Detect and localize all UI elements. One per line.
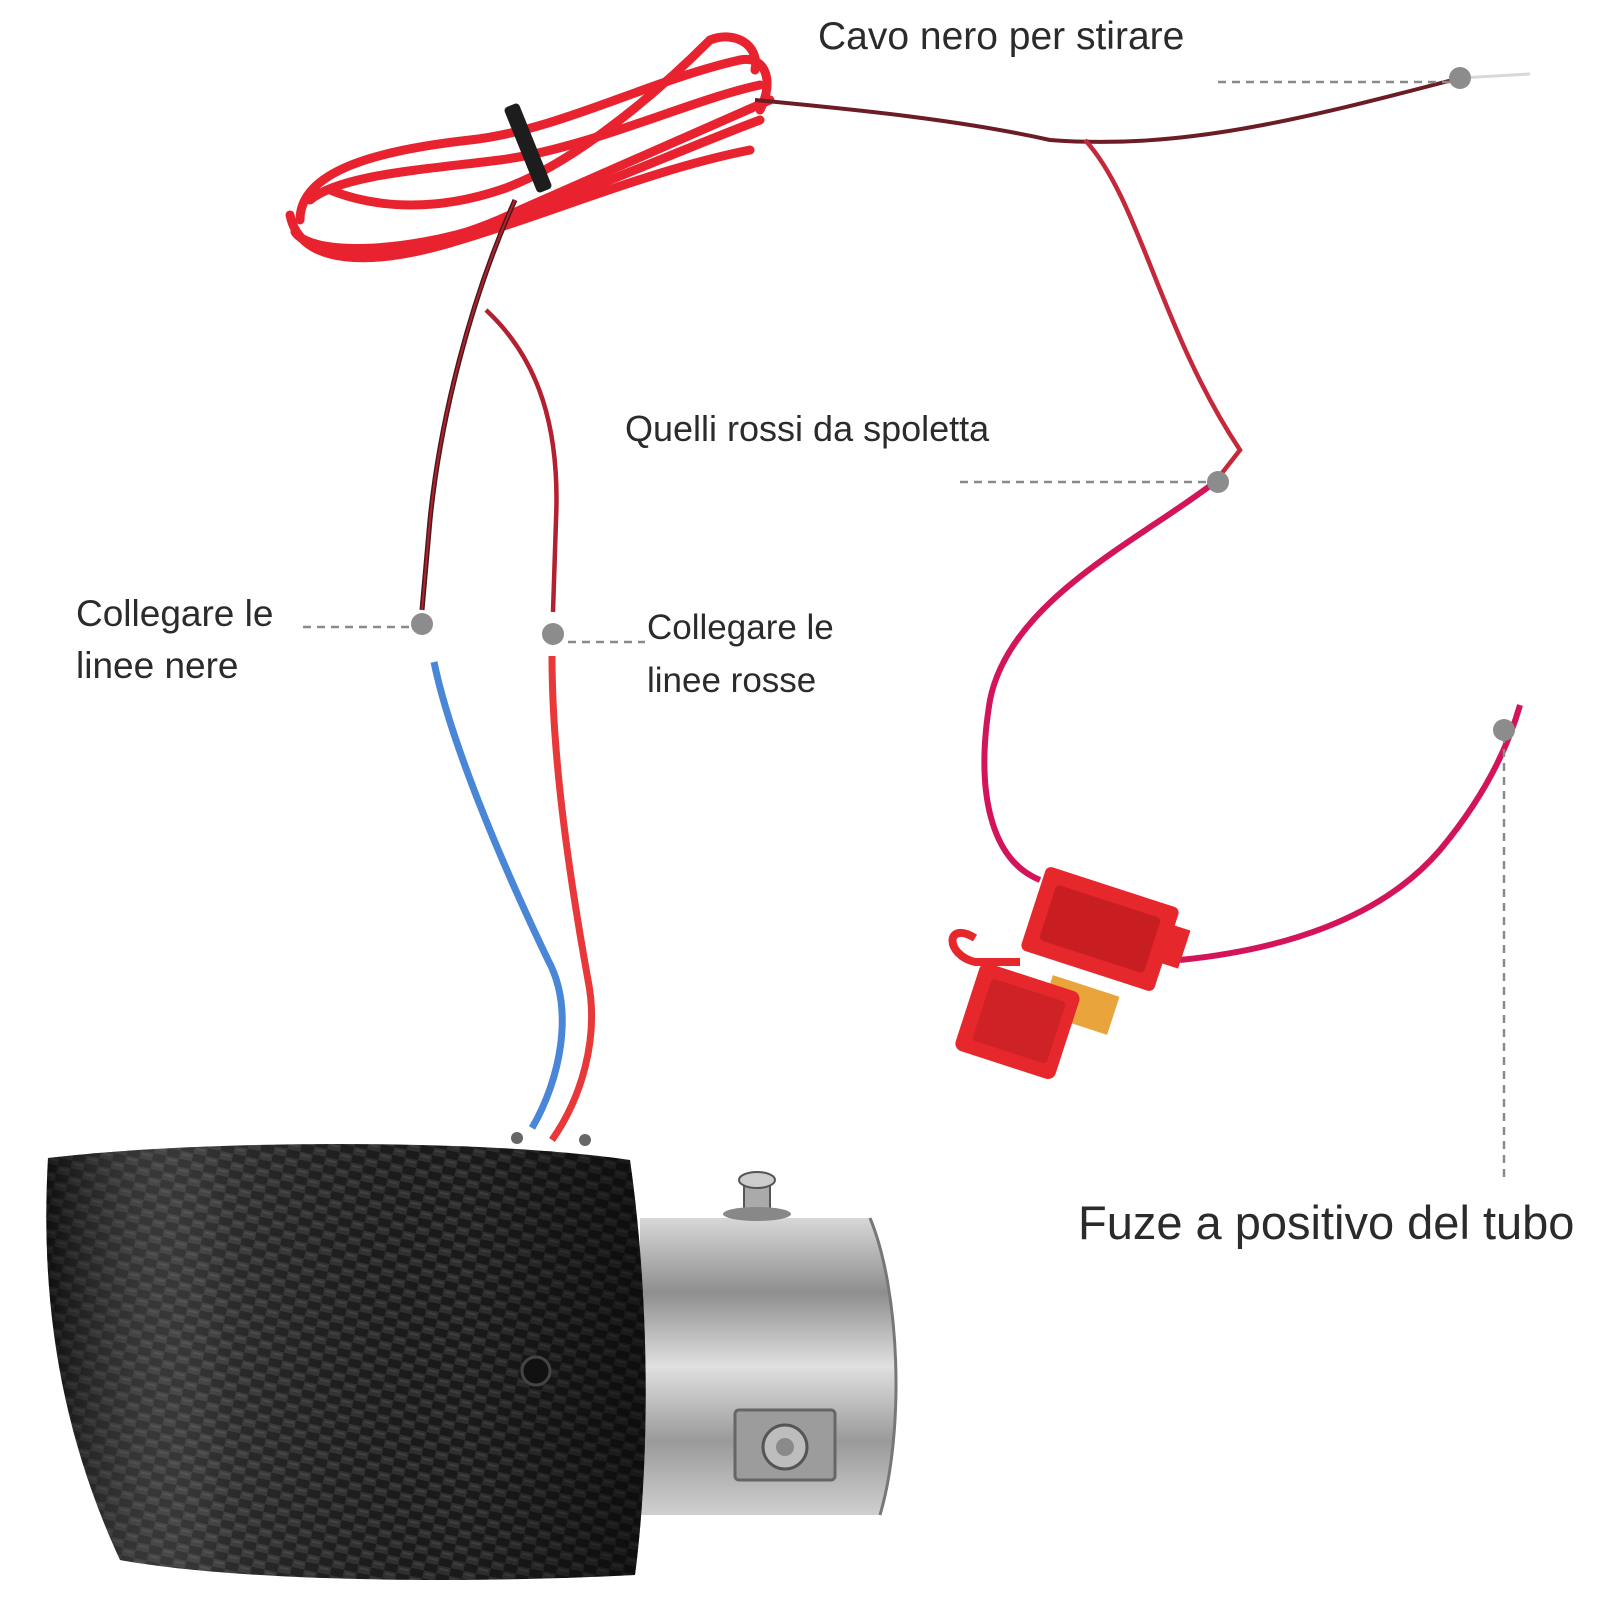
label-connect-black-line1: Collegare le: [76, 593, 274, 634]
cable-tie: [504, 103, 552, 193]
dark-wire: [419, 198, 518, 611]
red-lead-wire: [548, 655, 596, 1143]
label-red-fuse-wires: Quelli rossi da spoletta: [625, 408, 990, 449]
connection-dots: [411, 67, 1515, 741]
wire-coil-icon: [285, 32, 775, 263]
exhaust-tip-icon: [46, 1132, 898, 1580]
leader-lines: [303, 80, 1506, 1180]
black-ground-wire: [754, 76, 1461, 144]
label-connect-red-line2: linee rosse: [647, 660, 817, 700]
label-connect-red: Collegare le linee rosse: [647, 602, 834, 707]
label-connect-black: Collegare le linee nere: [76, 588, 273, 692]
dot-fuse-output: [1493, 719, 1515, 741]
fuse-holder-icon: [948, 867, 1191, 1080]
clamp-bolt-icon: [723, 1171, 837, 1482]
label-fuse-positive: Fuze a positivo del tubo: [1078, 1196, 1575, 1249]
black-ground-wire-tail: [1459, 72, 1531, 80]
red-wire: [484, 308, 559, 613]
label-connect-red-line1: Collegare le: [647, 608, 834, 647]
dot-fuse-input: [1207, 471, 1229, 493]
magenta-output-wire: [1179, 704, 1523, 963]
dot-ground: [1449, 67, 1471, 89]
red-fuse-wire: [1083, 138, 1243, 484]
dot-red-connection: [542, 623, 564, 645]
label-black-ground-wire: Cavo nero per stirare: [818, 15, 1185, 58]
label-connect-black-line2: linee nere: [76, 644, 239, 686]
dark-wire-overlay: [421, 199, 516, 611]
dot-black-connection: [411, 613, 433, 635]
magenta-fuse-wire: [981, 479, 1217, 883]
blue-wire: [430, 661, 566, 1130]
